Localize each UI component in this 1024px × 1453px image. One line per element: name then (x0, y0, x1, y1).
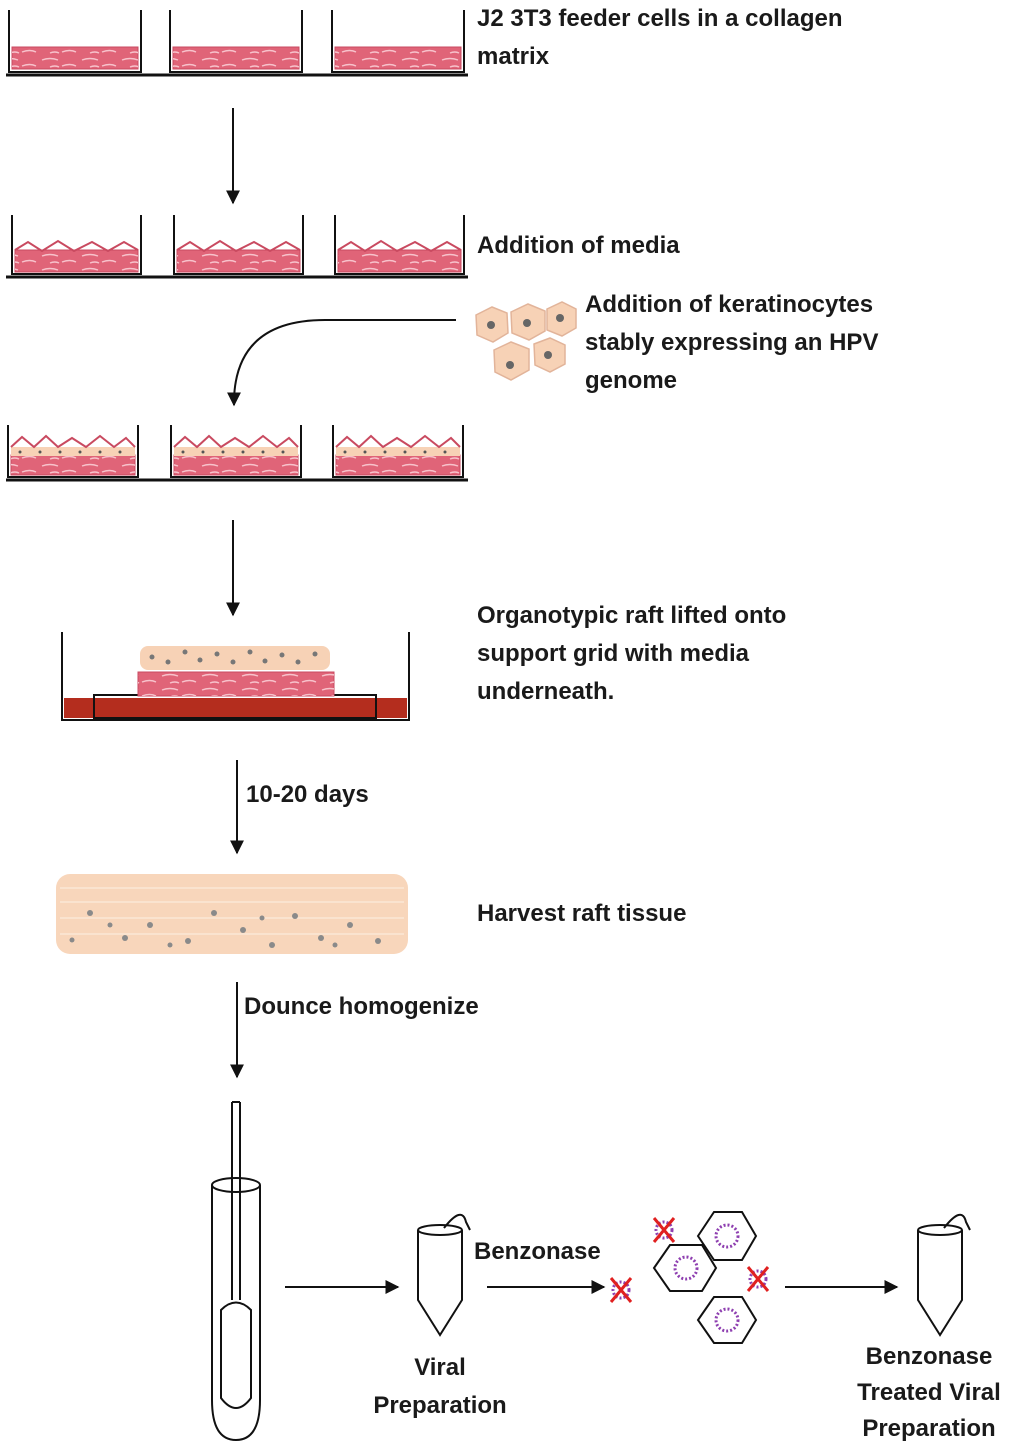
step-dounce-text: Dounce homogenize (244, 993, 479, 1020)
treated-prep-line2: Treated Viral (857, 1379, 1001, 1406)
feeder-wells-row (6, 10, 468, 77)
virion-icon (696, 1296, 758, 1344)
treated-prep-line1: Benzonase (865, 1343, 993, 1370)
seeded-wells-row (6, 425, 468, 482)
culture-well-icon (170, 425, 302, 478)
culture-well-icon (334, 215, 465, 275)
viral-prep-line1: Viral (414, 1354, 466, 1381)
keratinocyte-cell-icon (546, 301, 577, 337)
step-feeder-label: J2 3T3 feeder cells in a collagen matrix (477, 0, 843, 76)
step-incubation-text: 10-20 days (246, 781, 369, 808)
step-harvest-label: Harvest raft tissue (477, 895, 686, 933)
keratinocyte-cells (475, 301, 577, 381)
raft-tissue-icon (56, 874, 408, 954)
step-keratinocytes-line3: genome (585, 367, 678, 394)
degraded-dna-icon (609, 1277, 633, 1303)
keratinocyte-cell-icon (475, 306, 509, 343)
culture-well-icon (7, 425, 139, 478)
keratinocyte-cell-icon (510, 303, 546, 341)
step-media-text: Addition of media (477, 232, 680, 259)
culture-well-icon (332, 425, 464, 478)
keratinocyte-cell-icon (493, 341, 530, 381)
step-raft-lift-line1: Organotypic raft lifted onto (477, 602, 787, 629)
step-raft-lift-label: Organotypic raft lifted onto support gri… (477, 597, 786, 711)
step-keratinocytes-line2: stably expressing an HPV (585, 329, 879, 356)
step-media-label: Addition of media (477, 227, 680, 265)
step-raft-lift-line3: underneath. (477, 678, 615, 705)
virion-icon (696, 1211, 758, 1261)
virion-cluster (609, 1211, 770, 1344)
step-harvest-text: Harvest raft tissue (477, 900, 687, 927)
curved-arrow-keratinocytes (227, 319, 456, 407)
degraded-dna-icon (746, 1266, 770, 1292)
degraded-dna-icon (652, 1217, 676, 1243)
culture-well-icon (173, 215, 304, 275)
step-keratinocytes-label: Addition of keratinocytes stably express… (585, 286, 878, 400)
step-benzonase-text: Benzonase (474, 1238, 601, 1265)
culture-well-icon (8, 10, 142, 73)
viral-prep-line2: Preparation (373, 1392, 507, 1419)
culture-well-icon (331, 10, 465, 73)
keratinocyte-cell-icon (533, 337, 566, 373)
media-wells-row (6, 215, 468, 279)
viral-prep-label: Viral Preparation (340, 1349, 540, 1425)
culture-well-icon (11, 215, 142, 275)
step-keratinocytes-line1: Addition of keratinocytes (585, 291, 874, 318)
microcentrifuge-tube-icon (917, 1213, 971, 1337)
step-feeder-line1: J2 3T3 feeder cells in a collagen (477, 5, 843, 32)
step-raft-lift-line2: support grid with media (477, 640, 750, 667)
culture-well-icon (169, 10, 303, 73)
microcentrifuge-tube-icon (417, 1213, 471, 1337)
treated-prep-label: Benzonase Treated Viral Preparation (834, 1339, 1024, 1447)
step-feeder-line2: matrix (477, 43, 550, 70)
step-dounce-label: Dounce homogenize (244, 988, 479, 1026)
treated-prep-line3: Preparation (862, 1415, 996, 1442)
dounce-homogenizer-icon (211, 1101, 261, 1442)
step-incubation-label: 10-20 days (246, 776, 369, 814)
raft-on-support-grid (61, 632, 410, 721)
virion-icon (652, 1244, 718, 1292)
step-benzonase-label: Benzonase (474, 1233, 601, 1271)
